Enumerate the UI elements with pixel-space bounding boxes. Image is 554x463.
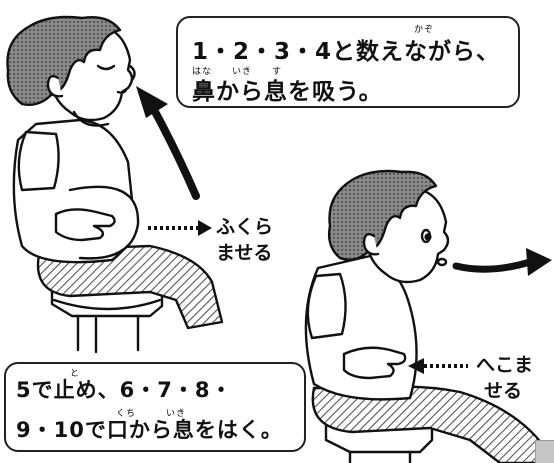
- belly-contract-label: へこま せる: [476, 352, 533, 404]
- hair-left: [6, 15, 122, 106]
- expand-arrow: [148, 220, 212, 236]
- inhale-instruction-line2: 鼻から息を吸う。: [192, 79, 383, 105]
- hair-right: [327, 169, 438, 261]
- inhale-arrow: [136, 86, 200, 200]
- inhale-ruby-1: かぞ: [414, 25, 435, 35]
- belly-contract-label-line1: へこま: [476, 354, 534, 376]
- figure-inhale: [6, 15, 224, 354]
- hand-right: [342, 346, 407, 380]
- belly-contract-label-line2: せる: [484, 380, 523, 402]
- inhale-instruction-line1: 1・2・3・4と数えながら、: [192, 39, 501, 65]
- hand-left: [54, 208, 116, 242]
- contract-arrow: [408, 358, 468, 374]
- belly-expand-label-line1: ふくら: [216, 216, 274, 238]
- legs-right: [311, 385, 550, 463]
- belly-expand-label-line2: ませる: [216, 242, 273, 264]
- inhale-ruby-2: はな いき す: [192, 67, 283, 77]
- exhale-ruby-1: と: [70, 369, 81, 379]
- belly-expand-label: ふくら ませる: [216, 214, 273, 266]
- figure-exhale: [304, 169, 550, 463]
- exhale-ruby-2: くち いき: [116, 409, 187, 419]
- corner-tab: [535, 440, 554, 463]
- exhale-instruction-bubble: と 5で止め、6・7・8・ くち いき 9・10で口から息をはく。: [4, 362, 306, 452]
- legs-left: [36, 244, 224, 330]
- exhale-instruction-line1: 5で止め、6・7・8・: [16, 378, 233, 402]
- inhale-instruction-bubble: かぞ 1・2・3・4と数えながら、 はな いき す 鼻から息を吸う。: [176, 16, 520, 108]
- exhale-instruction-line2: 9・10で口から息をはく。: [16, 418, 283, 442]
- exhale-arrow: [452, 248, 552, 276]
